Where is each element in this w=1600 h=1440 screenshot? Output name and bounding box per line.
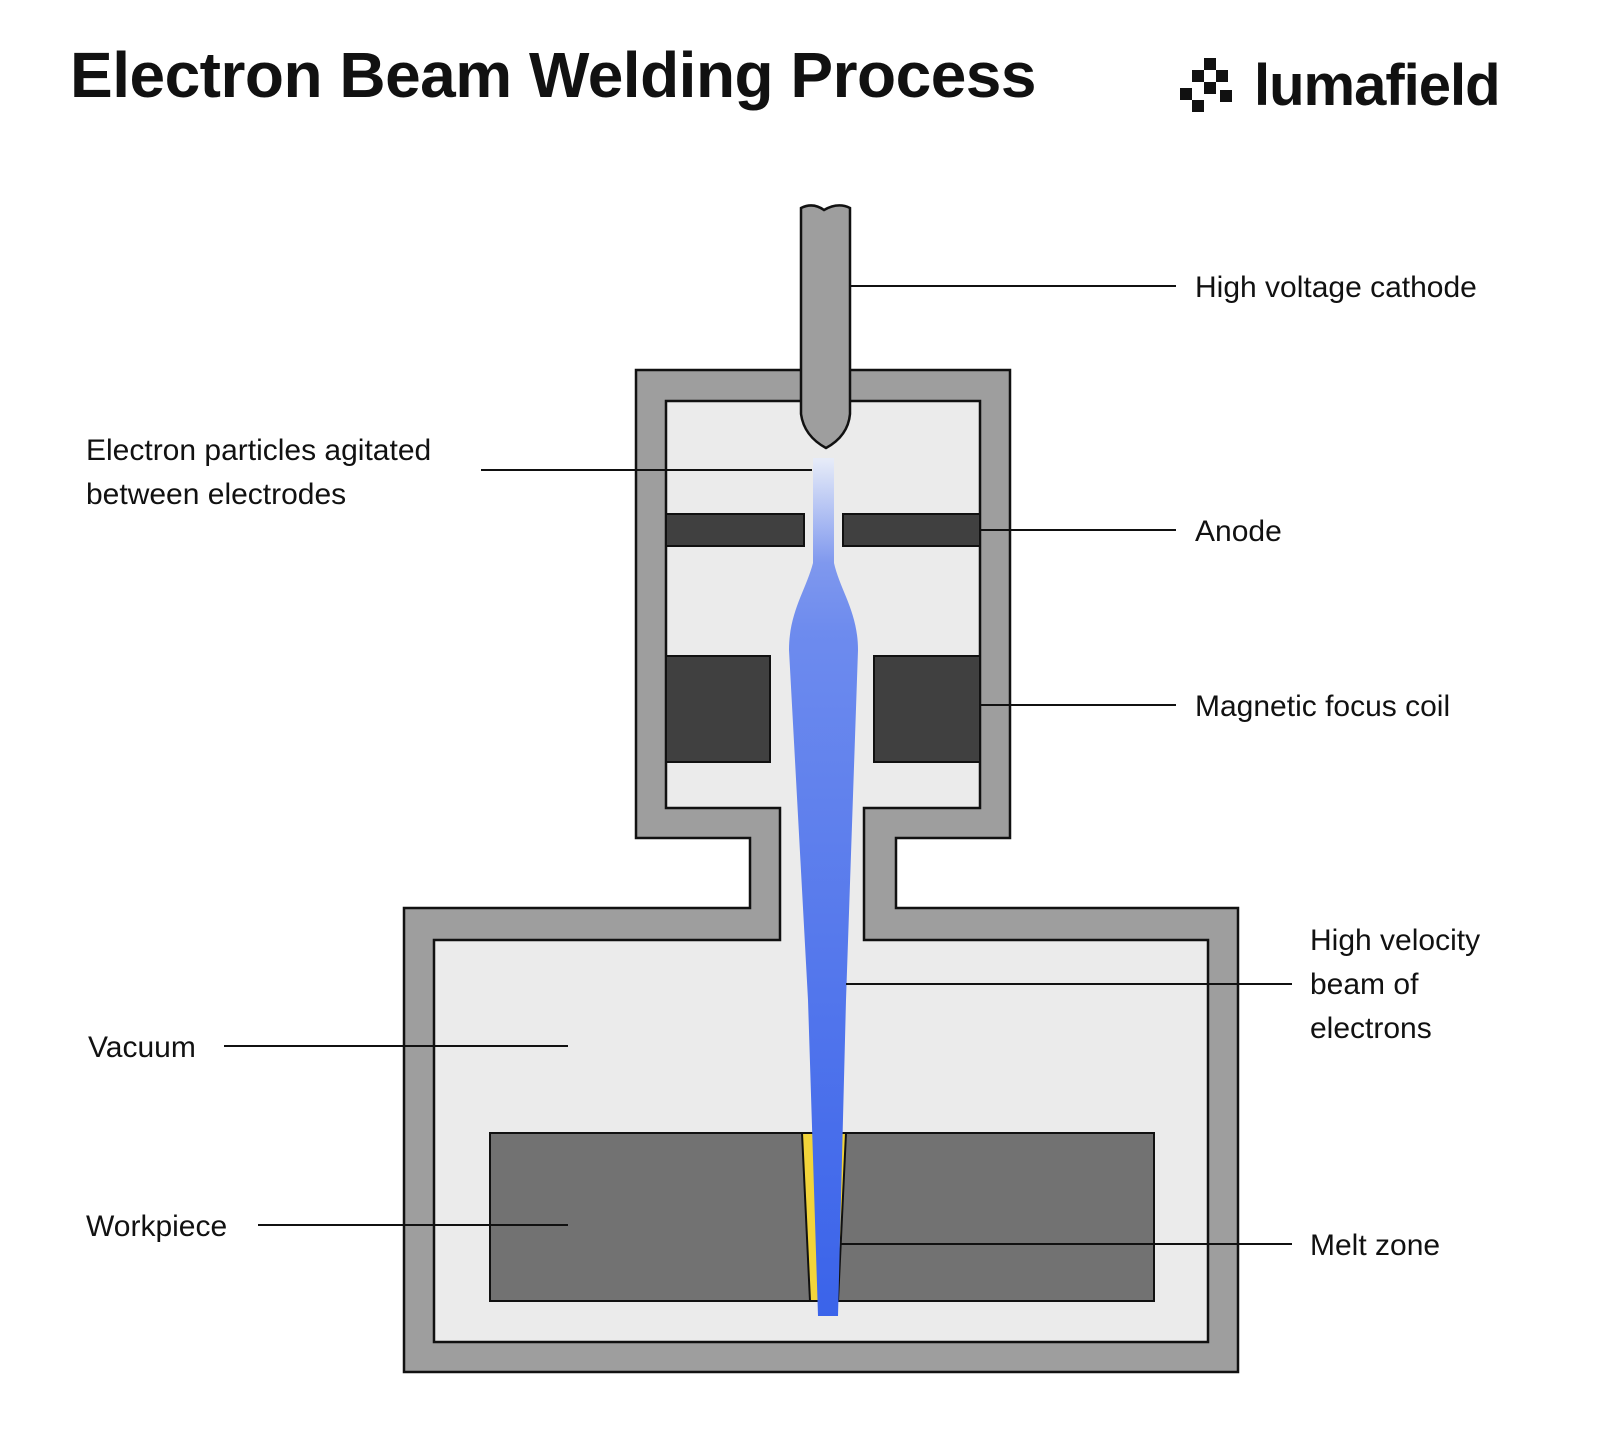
- label-cathode: High voltage cathode: [1195, 271, 1477, 304]
- label-beam-line2: beam of: [1310, 968, 1419, 1001]
- label-vacuum: Vacuum: [88, 1031, 196, 1064]
- label-melt: Melt zone: [1310, 1229, 1440, 1262]
- label-beam-line3: electrons: [1310, 1012, 1432, 1045]
- brand-name: lumafield: [1254, 53, 1501, 118]
- label-particles-line1: Electron particles agitated: [86, 434, 431, 467]
- focus-coil-left: [665, 655, 771, 763]
- label-workpiece: Workpiece: [86, 1210, 227, 1243]
- label-beam-line1: High velocity: [1310, 924, 1480, 957]
- label-coil: Magnetic focus coil: [1195, 690, 1450, 723]
- label-particles-line2: between electrodes: [86, 478, 346, 511]
- cathode-rod: [799, 204, 852, 450]
- focus-coil-right: [873, 655, 981, 763]
- brand-logo: lumafield: [1180, 52, 1501, 119]
- anode-right: [842, 513, 981, 547]
- page-title: Electron Beam Welding Process: [70, 39, 1036, 111]
- label-anode: Anode: [1195, 515, 1282, 548]
- electron-beam: [789, 458, 858, 1316]
- anode-left: [665, 513, 805, 547]
- leader-lines: [224, 285, 1292, 1245]
- lumafield-logo-icon: [1180, 57, 1232, 112]
